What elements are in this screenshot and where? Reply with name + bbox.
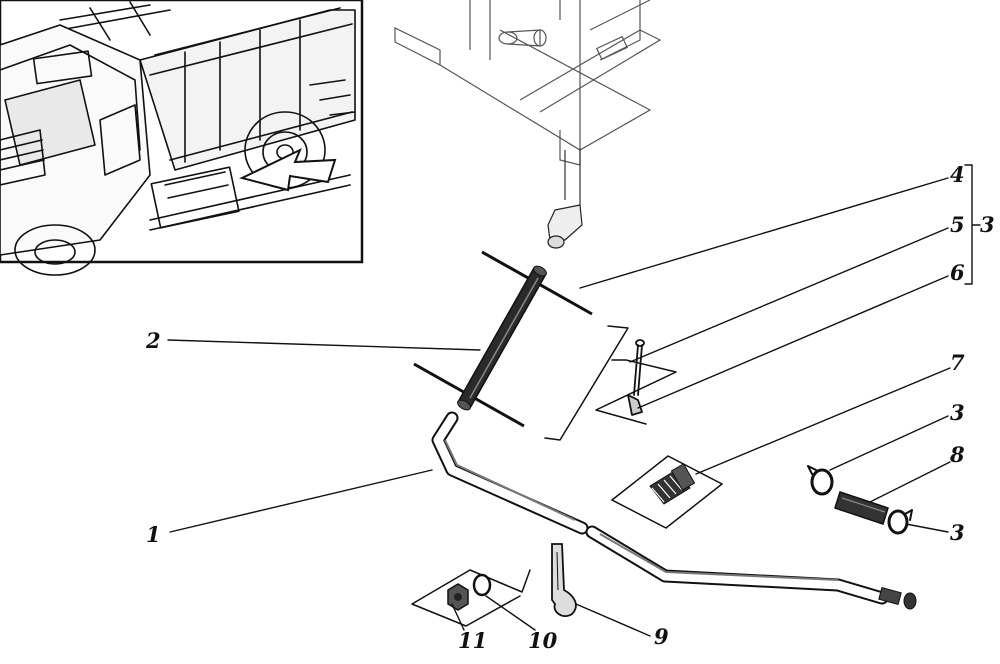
cotter-pin — [633, 344, 643, 396]
callout-1: 1 — [146, 522, 161, 547]
callout-6: 6 — [950, 260, 965, 285]
leader-4 — [579, 177, 949, 289]
part-handle-tube — [413, 250, 593, 428]
group-brace-3 — [964, 164, 981, 285]
callout-8: 8 — [949, 442, 965, 467]
washer — [472, 573, 492, 597]
leader-3b — [905, 523, 949, 533]
callout-4: 4 — [950, 162, 965, 187]
callout-labels: 1 2 4 5 3 6 7 3 8 3 9 10 11 — [145, 162, 995, 653]
leader-lines — [167, 164, 981, 637]
leader-9 — [575, 603, 651, 637]
callout-3-group: 3 — [980, 212, 995, 237]
leader-5 — [629, 227, 949, 363]
leader-7 — [695, 367, 951, 475]
callout-10: 10 — [528, 628, 558, 653]
part-cotter-pin-set — [627, 339, 645, 416]
leader-3a — [829, 415, 949, 471]
frame-mounting-context — [394, 0, 662, 249]
truck-illustration — [0, 1, 356, 276]
leader-1 — [169, 469, 433, 533]
callout-2: 2 — [145, 328, 161, 353]
callout-3-clip-lower: 3 — [950, 520, 965, 545]
part-nut-washer — [411, 569, 531, 627]
bracket-2 — [544, 325, 629, 441]
part-mounting-bracket — [551, 543, 577, 617]
leader-8 — [869, 461, 951, 503]
part-threaded-plug — [610, 455, 724, 529]
callout-5: 5 — [950, 212, 965, 237]
callout-3-clip-upper: 3 — [950, 400, 965, 425]
leader-6 — [637, 275, 949, 409]
truck-inset — [0, 0, 364, 276]
hose-clamp-upper — [810, 468, 834, 496]
part-hose-assembly — [807, 465, 913, 535]
location-arrow-icon — [239, 147, 337, 192]
part-bent-rod — [431, 411, 917, 610]
leader-10 — [485, 595, 536, 631]
callout-9: 9 — [654, 624, 669, 649]
leader-2 — [167, 339, 481, 351]
leader-11 — [451, 603, 465, 631]
hose-clamp-lower — [887, 509, 909, 535]
spring-clip — [627, 394, 643, 416]
callout-11: 11 — [458, 628, 487, 653]
callout-7: 7 — [950, 350, 965, 375]
bracket-5-6 — [595, 359, 677, 425]
